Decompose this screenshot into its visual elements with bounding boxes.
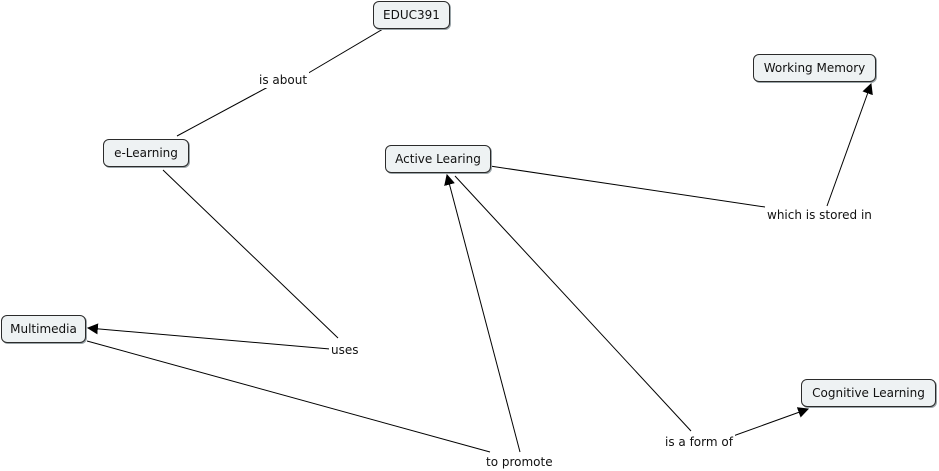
link-label-which-is-stored-in[interactable]: which is stored in: [765, 207, 874, 223]
link-label-to-promote[interactable]: to promote: [484, 454, 555, 470]
line-educ391-to-is-about: [299, 28, 384, 79]
line-which-is-stored-in-to-working-memory: [826, 82, 873, 207]
concept-educ391[interactable]: EDUC391: [373, 1, 450, 29]
line-to-promote-to-active-learning: [444, 173, 521, 453]
link-label-is-about[interactable]: is about: [257, 72, 310, 88]
line-uses-to-multimedia: [86, 323, 331, 350]
link-label-is-a-form-of[interactable]: is a form of: [663, 434, 735, 450]
line-multimedia-to-to-promote: [86, 340, 491, 453]
concept-cognitive-learning[interactable]: Cognitive Learning: [801, 379, 936, 407]
line-active-learning-to-which-is-stored-in: [489, 165, 766, 208]
concept-active-learning[interactable]: Active Learing: [385, 145, 491, 173]
line-is-a-form-of-to-cognitive-learning: [721, 407, 810, 441]
concept-working-memory[interactable]: Working Memory: [753, 54, 876, 82]
line-elearning-to-uses: [162, 169, 339, 339]
concept-elearning[interactable]: e-Learning: [103, 139, 189, 167]
line-active-learning-to-is-a-form-of: [454, 175, 692, 432]
line-is-about-to-elearning: [176, 86, 269, 137]
link-label-uses[interactable]: uses: [329, 342, 361, 358]
concept-multimedia[interactable]: Multimedia: [1, 315, 86, 343]
